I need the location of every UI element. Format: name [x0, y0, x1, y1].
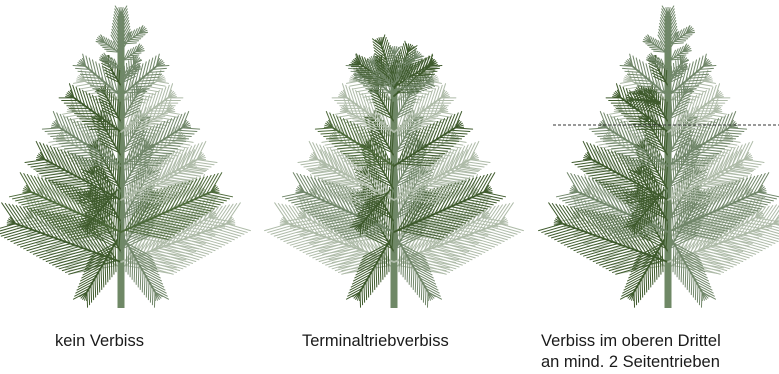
- branch: [398, 240, 442, 307]
- branch: [121, 25, 148, 46]
- caption-kein-verbiss: kein Verbiss: [55, 331, 144, 352]
- branch: [672, 240, 716, 307]
- tree-terminal-shoot-browsed: [265, 35, 524, 308]
- tree-no-browsing: [0, 6, 250, 308]
- caption-line: Terminaltriebverbiss: [302, 331, 449, 352]
- branch: [73, 240, 117, 307]
- branch: [620, 240, 664, 307]
- terminal-bud: [666, 12, 671, 17]
- branch: [96, 35, 121, 54]
- caption-terminaltriebverbiss: Terminaltriebverbiss: [302, 331, 449, 352]
- branch: [125, 240, 169, 307]
- caption-verbiss-oberes-drittel: Verbiss im oberen Drittel an mind. 2 Sei…: [541, 331, 721, 373]
- terminal-bud: [119, 12, 124, 17]
- branch: [346, 240, 390, 307]
- tree-upper-third-side-shoots-browsed: [539, 6, 779, 308]
- caption-line: Verbiss im oberen Drittel: [541, 331, 721, 352]
- caption-line: kein Verbiss: [55, 331, 144, 352]
- caption-line: an mind. 2 Seitentrieben: [541, 352, 721, 373]
- branch: [668, 25, 695, 46]
- branch: [643, 35, 668, 54]
